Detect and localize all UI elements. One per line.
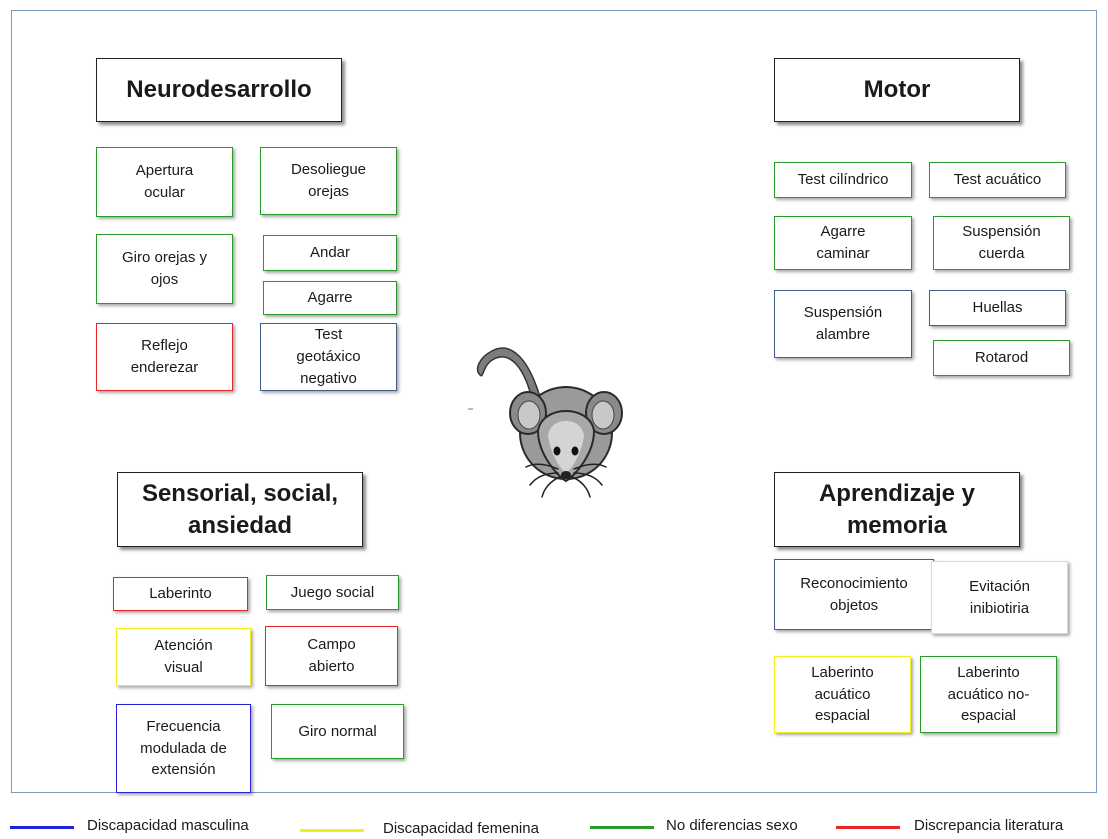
- diagram-frame: [11, 10, 1097, 793]
- box-suspension-cuerda: Suspensión cuerda: [933, 216, 1070, 270]
- box-laberinto-acuatico-espacial: Laberinto acuático espacial: [774, 656, 911, 733]
- box-atencion-visual: Atención visual: [116, 628, 251, 686]
- mouse-illustration: [476, 347, 623, 498]
- legend-line-femenina: [300, 829, 364, 832]
- box-laberinto-acuatico-no-espacial: Laberinto acuático no- espacial: [920, 656, 1057, 733]
- legend-label-femenina: Discapacidad femenina: [383, 820, 539, 837]
- legend-line-masculina: [10, 826, 74, 829]
- box-suspension-alambre: Suspensión alambre: [774, 290, 912, 358]
- mouse-body: [509, 386, 623, 483]
- box-agarre: Agarre: [263, 281, 397, 315]
- legend-line-discrepancia: [836, 826, 900, 829]
- header-aprendizaje-memoria: Aprendizaje y memoria: [774, 472, 1020, 547]
- box-campo-abierto: Campo abierto: [265, 626, 398, 686]
- box-andar: Andar: [263, 235, 397, 271]
- box-test-cilindrico: Test cilíndrico: [774, 162, 912, 198]
- stray-mark: [468, 408, 473, 410]
- box-test-acuatico: Test acuático: [929, 162, 1066, 198]
- box-juego-social: Juego social: [266, 575, 399, 610]
- mouse-whiskers: [525, 463, 607, 498]
- box-huellas: Huellas: [929, 290, 1066, 326]
- box-laberinto: Laberinto: [113, 577, 248, 611]
- legend-label-no-diferencias: No diferencias sexo: [666, 817, 798, 834]
- header-neurodesarrollo: Neurodesarrollo: [96, 58, 342, 122]
- box-reconocimiento-objetos: Reconocimiento objetos: [774, 559, 934, 630]
- header-sensorial-social-ansiedad: Sensorial, social, ansiedad: [117, 472, 363, 547]
- header-motor: Motor: [774, 58, 1020, 122]
- box-apertura-ocular: Apertura ocular: [96, 147, 233, 217]
- box-test-geotaxico-negativo: Test geotáxico negativo: [260, 323, 397, 391]
- legend-label-masculina: Discapacidad masculina: [87, 817, 249, 834]
- box-agarre-caminar: Agarre caminar: [774, 216, 912, 270]
- box-reflejo-enderezar: Reflejo enderezar: [96, 323, 233, 391]
- box-rotarod: Rotarod: [933, 340, 1070, 376]
- box-giro-normal: Giro normal: [271, 704, 404, 759]
- box-desoliegue-orejas: Desoliegue orejas: [260, 147, 397, 215]
- legend-line-no-diferencias: [590, 826, 654, 829]
- legend-label-discrepancia: Discrepancia literatura: [914, 817, 1064, 834]
- box-evitacion-inhibitoria: Evitación inibiotiria: [931, 561, 1068, 634]
- box-frecuencia-modulada: Frecuencia modulada de extensión: [116, 704, 251, 793]
- box-giro-orejas-ojos: Giro orejas y ojos: [96, 234, 233, 304]
